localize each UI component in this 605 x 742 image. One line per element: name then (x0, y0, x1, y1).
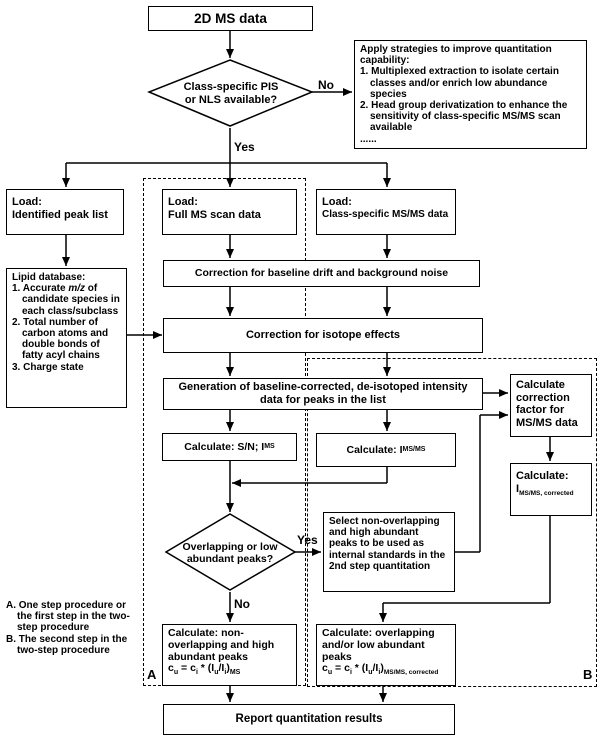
label-yes2: Yes (297, 533, 318, 547)
calc-correction-factor-box: Calculate correction factor for MS/MS da… (510, 374, 592, 437)
decision1-label: Class-specific PIS or NLS available? (183, 81, 279, 106)
load-identified-peak-list: Load: Identified peak list (6, 189, 124, 235)
label-yes: Yes (234, 140, 255, 154)
calc-corrected-box: Calculate: IMS/MS, corrected (510, 463, 592, 516)
isotope-correction-box: Correction for isotope effects (163, 318, 483, 353)
label-no2: No (234, 597, 250, 611)
legend: A. One step procedure or the first step … (6, 600, 130, 656)
strategies-box: Apply strategies to improve quantitation… (354, 40, 587, 149)
baseline-correction-box: Correction for baseline drift and backgr… (163, 260, 480, 287)
load-full-ms-scan: Load: Full MS scan data (162, 189, 297, 235)
decision-diamond-overlapping (164, 513, 297, 591)
select-internal-standards-box: Select non-overlapping and high abundant… (323, 512, 455, 592)
region-b-label: B (583, 667, 593, 682)
region-a-label: A (147, 667, 157, 682)
label-no: No (318, 78, 334, 92)
generation-box: Generation of baseline-corrected, de-iso… (163, 378, 483, 410)
calc-overlapping-box: Calculate: overlapping and/or low abunda… (316, 624, 456, 686)
region-b-outline (307, 358, 597, 687)
title-box-2d-ms-data: 2D MS data (148, 6, 313, 31)
calc-nonoverlapping-box: Calculate: non-overlapping and high abun… (162, 624, 297, 686)
load-class-specific-msms: Load: Class-specific MS/MS data (316, 189, 456, 235)
decision2-label: Overlapping or low abundant peaks? (182, 541, 278, 566)
report-results-box: Report quantitation results (163, 704, 455, 735)
region-a-outline (143, 178, 306, 686)
decision-diamond-pis-nls (147, 59, 315, 127)
lipid-database-box: Lipid database: 1. Accurate m/z of candi… (6, 268, 127, 408)
